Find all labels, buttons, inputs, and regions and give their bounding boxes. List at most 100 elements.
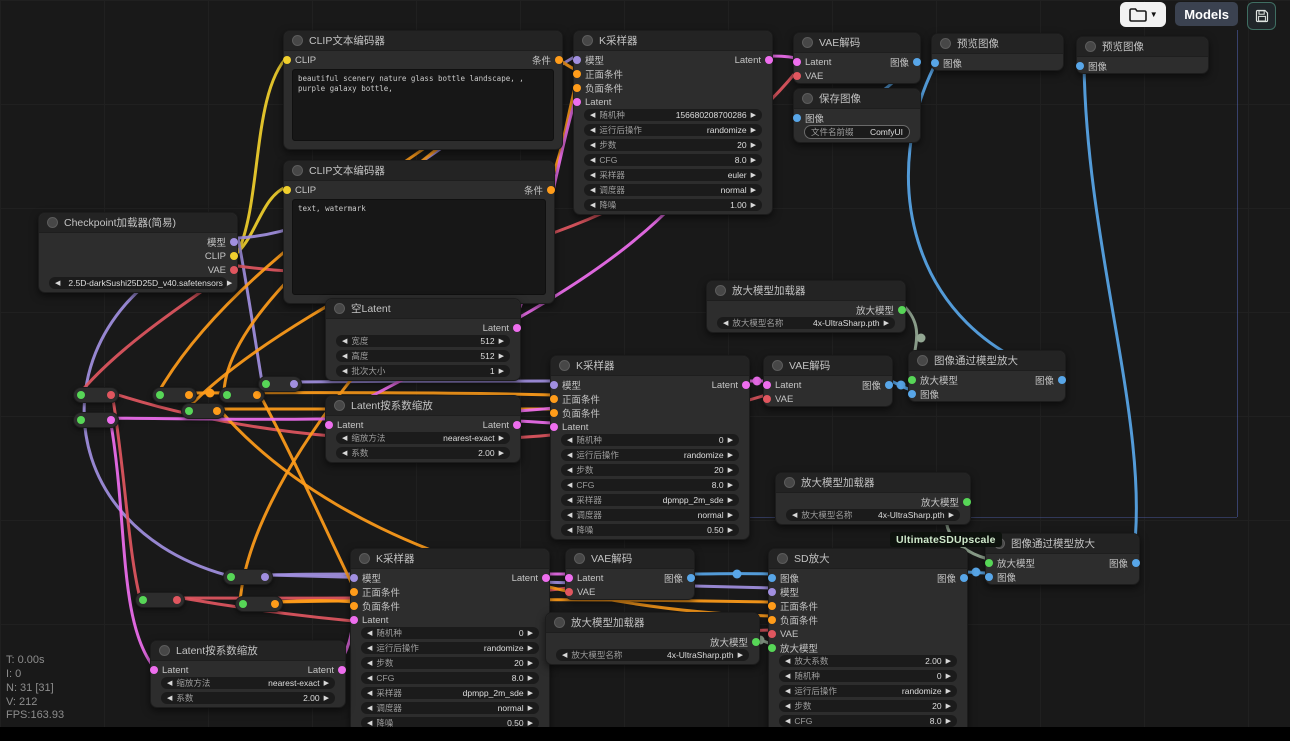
input-slot-dot[interactable]: [763, 395, 771, 403]
reroute-node[interactable]: [73, 387, 119, 403]
node-header[interactable]: Latent按系数缩放: [326, 396, 520, 416]
node-preview-image-1[interactable]: 预览图像图像: [931, 33, 1064, 71]
reroute-input-dot[interactable]: [156, 391, 164, 399]
increment-arrow-icon[interactable]: ▶: [945, 673, 951, 680]
output-slot-dot[interactable]: [547, 186, 555, 194]
increment-arrow-icon[interactable]: ▶: [737, 652, 743, 659]
collapse-dot[interactable]: [334, 303, 345, 314]
output-slot-dot[interactable]: [230, 252, 238, 260]
output-slot-dot[interactable]: [752, 638, 760, 646]
output-slot-dot[interactable]: [338, 666, 346, 674]
input-slot-dot[interactable]: [550, 423, 558, 431]
increment-arrow-icon[interactable]: ▶: [527, 660, 533, 667]
save-workflow-button[interactable]: [1247, 2, 1276, 30]
reroute-output-dot[interactable]: [290, 380, 298, 388]
collapse-dot[interactable]: [1085, 41, 1096, 52]
decrement-arrow-icon[interactable]: ◀: [342, 368, 348, 375]
input-slot-dot[interactable]: [985, 573, 993, 581]
node-header[interactable]: 图像通过模型放大: [909, 351, 1065, 371]
prompt-textarea[interactable]: beautiful scenery nature glass bottle la…: [292, 69, 554, 141]
increment-arrow-icon[interactable]: ▶: [527, 720, 533, 727]
input-slot-dot[interactable]: [793, 114, 801, 122]
input-slot-dot[interactable]: [931, 59, 939, 67]
reroute-output-dot[interactable]: [271, 600, 279, 608]
reroute-node[interactable]: [235, 596, 283, 612]
input-slot-dot[interactable]: [325, 421, 333, 429]
increment-arrow-icon[interactable]: ▶: [527, 645, 533, 652]
node-header[interactable]: CLIP文本编码器: [284, 31, 562, 51]
reroute-input-dot[interactable]: [139, 596, 147, 604]
reroute-output-dot[interactable]: [213, 407, 221, 415]
increment-arrow-icon[interactable]: ▶: [727, 527, 733, 534]
decrement-arrow-icon[interactable]: ◀: [367, 720, 373, 727]
increment-arrow-icon[interactable]: ▶: [498, 450, 504, 457]
increment-arrow-icon[interactable]: ▶: [945, 658, 951, 665]
link-midpoint-dot[interactable]: [916, 333, 926, 343]
increment-arrow-icon[interactable]: ▶: [945, 703, 951, 710]
node-header[interactable]: VAE解码: [566, 549, 694, 569]
output-slot-dot[interactable]: [913, 58, 921, 66]
reroute-node[interactable]: [135, 592, 185, 608]
link-midpoint-dot[interactable]: [732, 569, 742, 579]
input-slot-dot[interactable]: [1076, 62, 1084, 70]
output-slot-dot[interactable]: [687, 574, 695, 582]
increment-arrow-icon[interactable]: ▶: [727, 512, 733, 519]
node-header[interactable]: CLIP文本编码器: [284, 161, 554, 181]
output-slot-dot[interactable]: [230, 238, 238, 246]
input-slot-dot[interactable]: [768, 644, 776, 652]
increment-arrow-icon[interactable]: ▶: [750, 142, 756, 149]
increment-arrow-icon[interactable]: ▶: [498, 435, 504, 442]
decrement-arrow-icon[interactable]: ◀: [342, 450, 348, 457]
output-slot-dot[interactable]: [885, 381, 893, 389]
node-header[interactable]: 保存图像: [794, 89, 920, 109]
input-slot-dot[interactable]: [985, 559, 993, 567]
decrement-arrow-icon[interactable]: ◀: [567, 497, 573, 504]
reroute-input-dot[interactable]: [223, 391, 231, 399]
increment-arrow-icon[interactable]: ▶: [226, 280, 233, 287]
node-header[interactable]: 放大模型加载器: [546, 613, 759, 633]
decrement-arrow-icon[interactable]: ◀: [785, 673, 791, 680]
input-slot-dot[interactable]: [793, 72, 801, 80]
reroute-input-dot[interactable]: [185, 407, 193, 415]
output-slot-dot[interactable]: [542, 574, 550, 582]
increment-arrow-icon[interactable]: ▶: [750, 127, 756, 134]
decrement-arrow-icon[interactable]: ◀: [342, 353, 348, 360]
output-slot-dot[interactable]: [898, 306, 906, 314]
increment-arrow-icon[interactable]: ▶: [750, 172, 756, 179]
input-slot-dot[interactable]: [793, 58, 801, 66]
decrement-arrow-icon[interactable]: ◀: [567, 482, 573, 489]
decrement-arrow-icon[interactable]: ◀: [367, 660, 373, 667]
link-midpoint-dot[interactable]: [752, 376, 762, 386]
output-slot-dot[interactable]: [963, 498, 971, 506]
widget-value[interactable]: ◀2.5D-darkSushi25D25D_v40.safetensors▶: [49, 277, 232, 289]
input-slot-dot[interactable]: [283, 186, 291, 194]
decrement-arrow-icon[interactable]: ◀: [342, 338, 348, 345]
decrement-arrow-icon[interactable]: ◀: [55, 280, 61, 287]
increment-arrow-icon[interactable]: ▶: [727, 467, 733, 474]
decrement-arrow-icon[interactable]: ◀: [367, 705, 373, 712]
node-header[interactable]: 空Latent: [326, 299, 520, 319]
reroute-output-dot[interactable]: [107, 391, 115, 399]
reroute-output-dot[interactable]: [173, 596, 181, 604]
